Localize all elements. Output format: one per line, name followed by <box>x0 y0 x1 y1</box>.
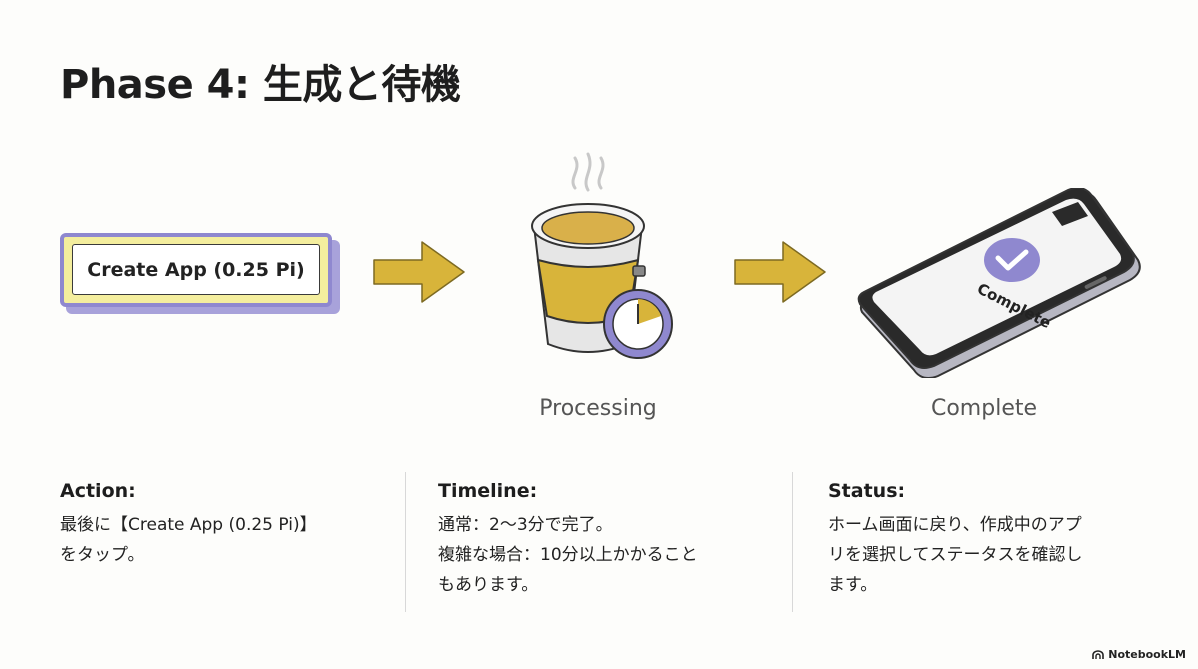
coffee-cup-stopwatch-icon <box>531 152 673 359</box>
status-text-line: リを選択してステータスを確認し <box>828 545 1083 565</box>
timeline-text-line: もあります。 <box>438 575 539 595</box>
column-divider <box>792 472 793 612</box>
status-text-line: ます。 <box>828 575 878 595</box>
smartphone-complete-icon: Complete <box>857 188 1141 378</box>
create-app-button-frame: Create App (0.25 Pi) <box>60 233 332 307</box>
notebooklm-brand: NotebookLM <box>1092 648 1186 661</box>
arrow-right-icon <box>734 241 826 303</box>
action-column: Action: 最後に【Create App (0.25 Pi)】 をタップ。 <box>60 480 390 570</box>
processing-caption: Processing <box>539 396 657 421</box>
status-text-line: ホーム画面に戻り、作成中のアプ <box>828 515 1082 535</box>
action-heading: Action: <box>60 480 136 502</box>
page-title: Phase 4: 生成と待機 <box>60 62 461 108</box>
notebooklm-logo-icon <box>1092 649 1105 659</box>
create-app-button[interactable]: Create App (0.25 Pi) <box>72 244 320 295</box>
timeline-text-line: 複雑な場合：10分以上かかること <box>438 545 698 565</box>
status-heading: Status: <box>828 480 906 502</box>
column-divider <box>405 472 406 612</box>
arrow-right-icon <box>373 241 465 303</box>
timeline-text-line: 通常：2〜3分で完了。 <box>438 515 613 535</box>
action-text-line: 最後に【Create App (0.25 Pi)】 <box>60 515 317 535</box>
status-column: Status: ホーム画面に戻り、作成中のアプ リを選択してステータスを確認し … <box>828 480 1158 600</box>
action-text-line: をタップ。 <box>60 545 145 565</box>
timeline-heading: Timeline: <box>438 480 538 502</box>
timeline-column: Timeline: 通常：2〜3分で完了。 複雑な場合：10分以上かかること も… <box>438 480 768 600</box>
complete-caption: Complete <box>930 396 1038 421</box>
brand-label: NotebookLM <box>1108 648 1186 661</box>
